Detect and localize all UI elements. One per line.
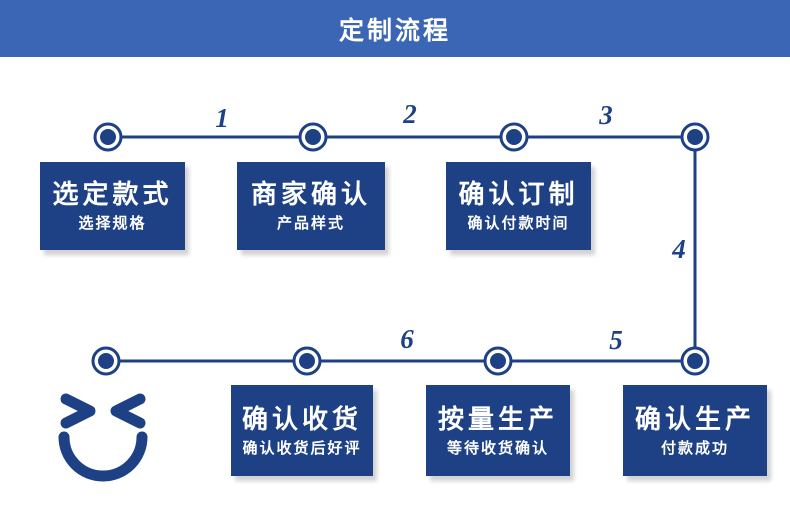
step-box-title: 确认生产 — [634, 403, 755, 434]
step-box-title: 选定款式 — [52, 179, 173, 209]
step-number-4: 4 — [672, 234, 686, 264]
step-box-title: 商家确认 — [250, 179, 371, 209]
flow-node-5 — [680, 346, 710, 376]
step-number-2: 2 — [403, 99, 417, 129]
step-box-subtitle: 选择规格 — [78, 215, 147, 232]
step-box-subtitle: 等待收货确认 — [446, 439, 549, 457]
header-bar: 定制流程 — [0, 0, 790, 57]
step-box-confirm-order: 确认订制 确认付款时间 — [446, 162, 591, 250]
flow-node-7 — [292, 346, 322, 376]
step-number-5: 5 — [609, 325, 623, 355]
flow-node-3 — [499, 122, 529, 152]
step-box-title: 确认订制 — [458, 179, 579, 209]
step-box-confirm-receipt: 确认收货 确认收货后好评 — [231, 385, 373, 476]
step-number-1: 1 — [215, 103, 229, 133]
flow-node-6 — [483, 346, 513, 376]
step-box-produce-by-quantity: 按量生产 等待收货确认 — [426, 385, 570, 476]
step-box-merchant-confirm: 商家确认 产品样式 — [237, 162, 385, 250]
flow-node-2 — [298, 122, 328, 152]
step-box-title: 按量生产 — [437, 403, 558, 434]
winking-smiley-icon — [58, 393, 148, 482]
step-box-subtitle: 产品样式 — [276, 215, 345, 232]
step-number-3: 3 — [599, 100, 613, 130]
step-box-select-style: 选定款式 选择规格 — [40, 162, 185, 250]
flow-node-4 — [680, 122, 710, 152]
flow-node-1 — [93, 122, 123, 152]
step-number-6: 6 — [400, 324, 414, 354]
step-box-subtitle: 确认收货后好评 — [242, 439, 362, 457]
step-box-confirm-production: 确认生产 付款成功 — [623, 385, 767, 476]
step-box-subtitle: 确认付款时间 — [467, 215, 570, 232]
step-box-subtitle: 付款成功 — [660, 439, 729, 457]
page-title: 定制流程 — [338, 16, 451, 45]
step-box-title: 确认收货 — [241, 403, 362, 434]
flow-node-8 — [91, 346, 121, 376]
